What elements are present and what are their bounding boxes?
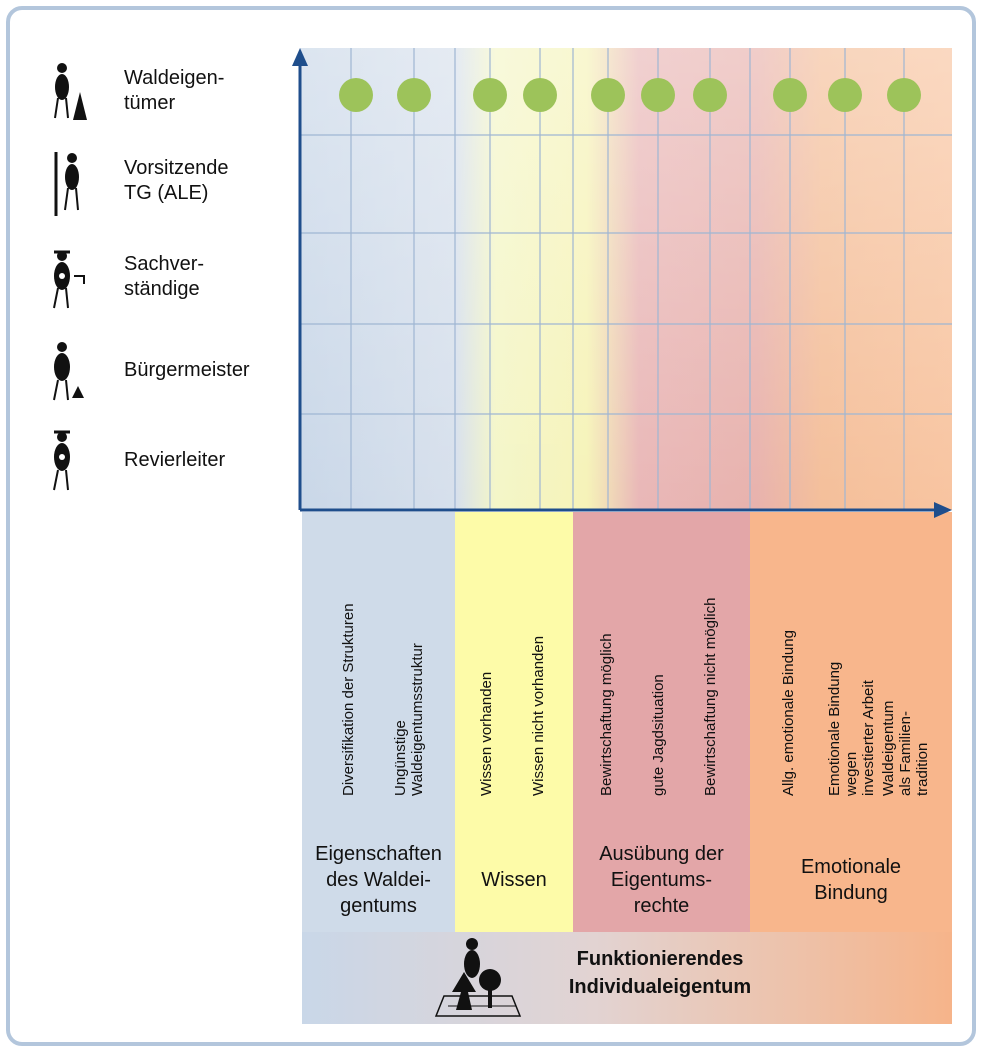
footer-panel <box>302 932 952 1024</box>
column-label: Allg. emotionale Bindung <box>780 630 797 796</box>
marker-allg-bindung <box>773 78 807 112</box>
marker-gute-jagdsituation <box>641 78 675 112</box>
legend-label: Waldeigen- tümer <box>124 67 225 114</box>
category-label-bindung: Emotionale Bindung <box>800 856 902 904</box>
footer-label: Funktionierendes Individualeigentum <box>568 948 752 998</box>
category-label-ausuebung: Ausübung der Eigentums- rechte <box>599 843 724 917</box>
legend-label: Revierleiter <box>124 449 226 471</box>
legend-item-vorsitzende: Vorsitzende TG (ALE) <box>0 150 300 220</box>
column-label: Bewirtschaftung möglich <box>598 633 615 796</box>
marker-bewirtschaftung-moeglich <box>591 78 625 112</box>
legend-item-buergermeister: Bürgermeister <box>0 340 300 410</box>
category-panel-bindung <box>750 512 952 932</box>
category-label-eigenschaften: Eigenschaften des Waldei- gentums <box>315 843 442 917</box>
marker-diversifikation <box>339 78 373 112</box>
y-axis-arrow <box>292 48 308 66</box>
column-label: Ungünstige Waldeigentumsstruktur <box>392 643 426 796</box>
column-label: gute Jagdsituation <box>650 674 667 796</box>
tree-owner-icon <box>434 938 522 1017</box>
legend-item-waldeigentuemer: Waldeigen- tümer <box>0 60 300 130</box>
marker-wissen-vorhanden <box>473 78 507 112</box>
category-panel-eigenschaften <box>302 512 455 932</box>
legend-label: Sachver- ständige <box>124 253 205 300</box>
category-panel-wissen <box>455 512 573 932</box>
column-label: Diversifikation der Strukturen <box>340 603 357 796</box>
x-axis-arrow <box>934 502 952 518</box>
marker-bewirtschaftung-nicht-moeglich <box>693 78 727 112</box>
column-label: Wissen nicht vorhanden <box>530 635 547 796</box>
forester-icon <box>53 430 70 491</box>
grid <box>300 48 952 510</box>
legend-label: Bürgermeister <box>124 359 250 381</box>
column-label: Waldeigentum als Familien- tradition <box>880 700 931 796</box>
column-label: Bewirtschaftung nicht möglich <box>702 597 719 796</box>
marker-wissen-nicht-vorhanden <box>523 78 557 112</box>
column-label: Emotionale Bindung wegen investierter Ar… <box>826 661 877 796</box>
marker-familientradition <box>887 78 921 112</box>
forest-owner-icon <box>54 63 87 120</box>
marker-bindung-arbeit <box>828 78 862 112</box>
marker-unguenstige-struktur <box>397 78 431 112</box>
legend-item-revierleiter: Revierleiter <box>0 428 300 498</box>
markers <box>339 78 921 112</box>
category-label-wissen: Wissen <box>481 869 547 891</box>
legend-label: Vorsitzende TG (ALE) <box>124 157 229 204</box>
expert-icon <box>53 250 85 309</box>
category-panel-ausuebung <box>573 512 750 932</box>
chairperson-icon <box>54 152 79 216</box>
legend-item-sachverstaendige: Sachver- ständige <box>0 246 300 316</box>
mayor-icon <box>53 342 84 401</box>
column-label: Wissen vorhanden <box>478 671 495 796</box>
